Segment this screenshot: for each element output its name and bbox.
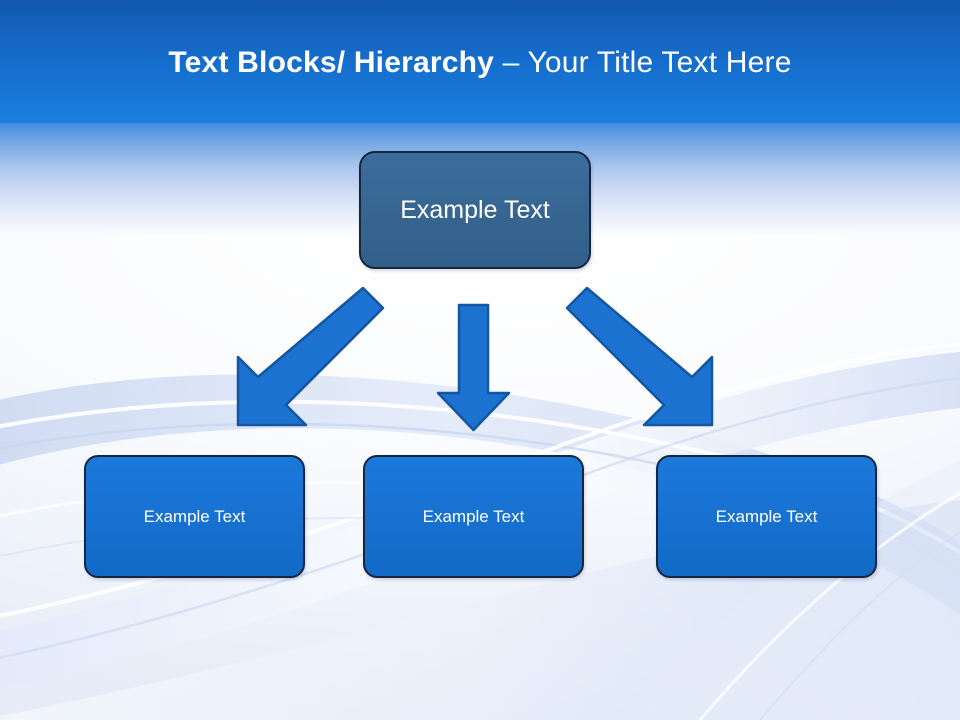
hierarchy-child-box-1[interactable]: Example Text xyxy=(84,455,305,578)
header-band xyxy=(0,0,960,123)
hierarchy-root-box[interactable]: Example Text xyxy=(359,151,591,269)
hierarchy-child-box-2[interactable]: Example Text xyxy=(363,455,584,578)
page-title-bold: Text Blocks/ Hierarchy xyxy=(168,46,503,79)
hierarchy-root-label: Example Text xyxy=(400,195,550,224)
hierarchy-child-label-2: Example Text xyxy=(422,506,525,526)
hierarchy-child-label-1: Example Text xyxy=(143,506,246,526)
hierarchy-child-box-3[interactable]: Example Text xyxy=(656,455,877,578)
page-title: Text Blocks/ Hierarchy – Your Title Text… xyxy=(0,46,960,80)
hierarchy-child-label-3: Example Text xyxy=(715,506,818,526)
page-title-regular: – Your Title Text Here xyxy=(502,46,792,79)
